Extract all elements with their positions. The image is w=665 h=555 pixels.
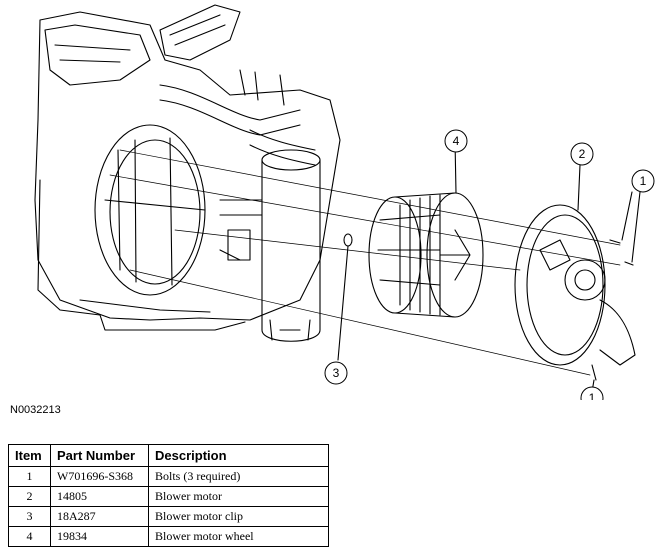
table-row: 2 14805 Blower motor <box>8 486 329 507</box>
parts-table: Item Part Number Description 1 W701696-S… <box>8 444 329 547</box>
table-row: 3 18A287 Blower motor clip <box>8 506 329 527</box>
svg-text:4: 4 <box>453 134 460 148</box>
table-row: 1 W701696-S368 Bolts (3 required) <box>8 466 329 487</box>
row-description: Blower motor clip <box>148 506 329 527</box>
row-item: 3 <box>8 506 51 527</box>
svg-text:1: 1 <box>589 391 596 400</box>
callout-3: 3 <box>324 361 348 385</box>
row-part-number: 19834 <box>50 526 149 547</box>
blower-motor <box>514 164 636 366</box>
row-item: 4 <box>8 526 51 547</box>
blower-housing-opening <box>94 124 206 296</box>
table-row: 4 19834 Blower motor wheel <box>8 526 329 547</box>
row-item: 2 <box>8 486 51 507</box>
row-item: 1 <box>8 466 51 487</box>
callout-2: 2 <box>570 142 594 166</box>
callout-4: 4 <box>444 129 468 153</box>
hvac-housing <box>34 4 341 331</box>
table-header-row: Item Part Number Description <box>8 444 329 467</box>
row-part-number: 14805 <box>50 486 149 507</box>
bolts <box>591 191 641 393</box>
row-description: Bolts (3 required) <box>148 466 329 487</box>
blower-motor-clip <box>337 233 353 361</box>
row-description: Blower motor <box>148 486 329 507</box>
row-part-number: 18A287 <box>50 506 149 527</box>
blower-motor-wheel <box>368 139 484 318</box>
heater-tubes <box>159 69 316 166</box>
accumulator-canister <box>219 149 321 342</box>
header-part-number: Part Number <box>50 444 149 467</box>
figure-id: N0032213 <box>10 404 61 416</box>
svg-text:2: 2 <box>579 147 586 161</box>
row-description: Blower motor wheel <box>148 526 329 547</box>
callout-1-bottom: 1 <box>580 386 604 400</box>
row-part-number: W701696-S368 <box>50 466 149 487</box>
header-description: Description <box>148 444 329 467</box>
callout-1-top: 1 <box>631 169 655 193</box>
exploded-view-diagram: 1 2 4 3 1 <box>34 4 655 400</box>
header-item: Item <box>8 444 51 467</box>
svg-text:1: 1 <box>640 174 647 188</box>
svg-text:3: 3 <box>333 366 340 380</box>
